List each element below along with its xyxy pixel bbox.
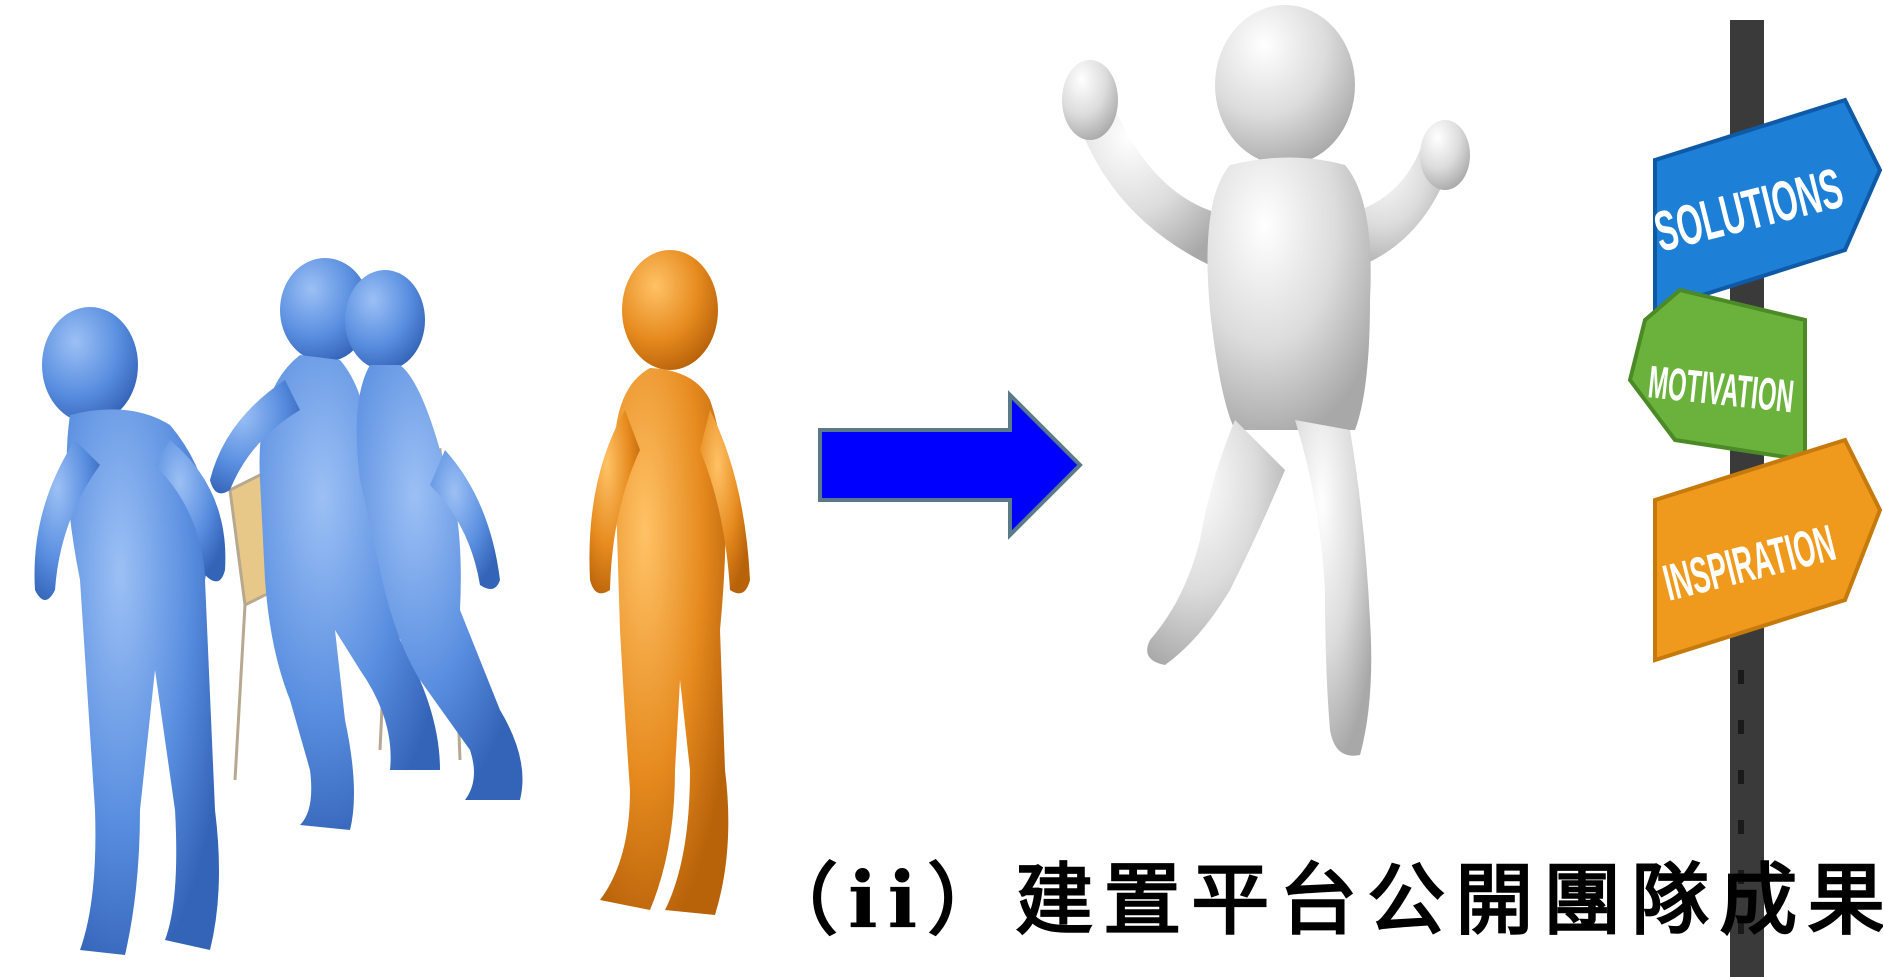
sign-solutions: SOLUTIONS	[1648, 97, 1883, 313]
blue-figure-icon	[345, 270, 523, 800]
sign-inspiration: INSPIRATION	[1653, 437, 1883, 663]
sign-motivation: MOTIVATION	[1627, 287, 1807, 463]
orange-figure-icon	[589, 250, 750, 915]
blue-figure-icon	[34, 307, 226, 955]
seated-people-icon	[34, 250, 750, 955]
jumping-person-icon	[1062, 5, 1470, 756]
right-arrow-icon	[818, 390, 1083, 540]
slide-caption: （ii）建置平台公開團隊成果	[760, 855, 1883, 946]
direction-signpost-icon: SOLUTIONS MOTIVATION INSPIRATION	[1627, 20, 1883, 977]
